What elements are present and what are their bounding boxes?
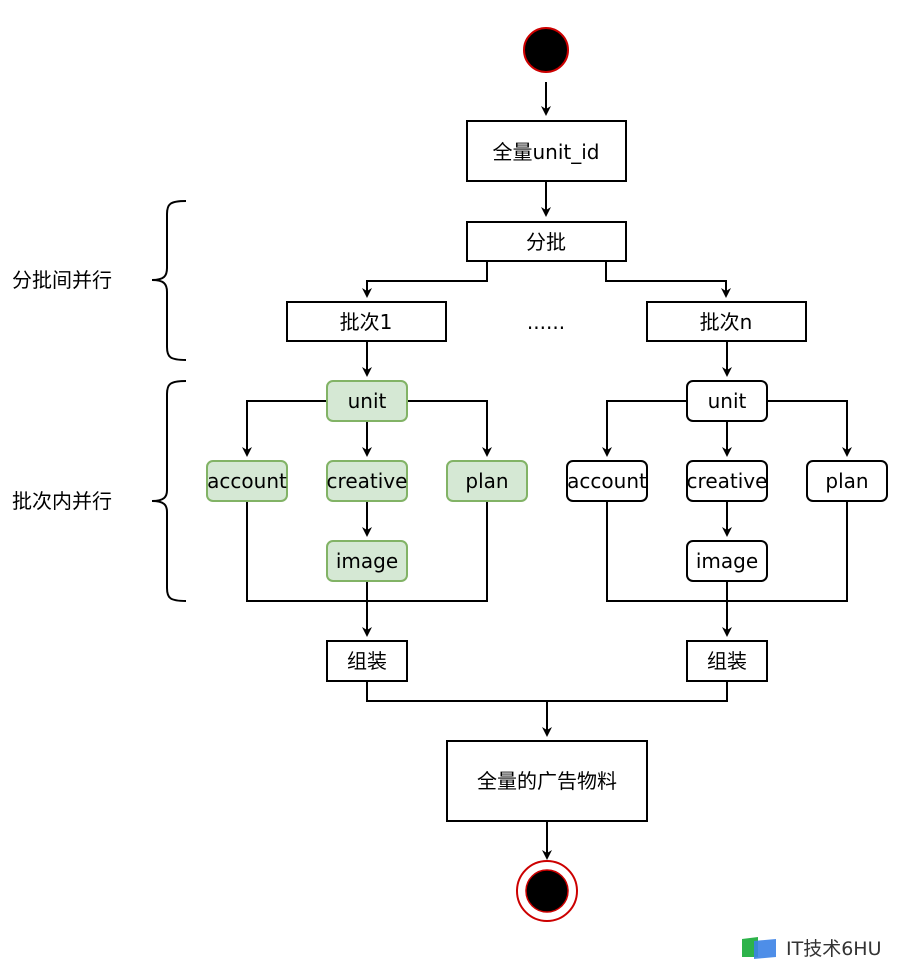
batch-n-node-unit: unit xyxy=(686,380,768,422)
edge-batching-to-batch-1 xyxy=(362,261,488,298)
batch-n-creative-label: creative xyxy=(687,469,768,493)
node-all-unit-id: 全量unit_id xyxy=(466,120,627,182)
batch-1-image-label: image xyxy=(336,549,398,573)
batch-1-node-image: image xyxy=(326,540,408,582)
start-state xyxy=(523,27,569,73)
watermark-logo-icon xyxy=(742,937,776,959)
batch-1-plan-label: plan xyxy=(465,469,508,493)
batch-1-node-unit: unit xyxy=(326,380,408,422)
node-assemble-1-label: 组装 xyxy=(347,649,387,673)
batch-n-account-label: account xyxy=(567,469,647,493)
edge-unit-1-to-plan xyxy=(407,400,492,457)
batch-1-node-account: account xyxy=(206,460,288,502)
node-result-label: 全量的广告物料 xyxy=(477,769,617,793)
batch-n-node-plan: plan xyxy=(806,460,888,502)
brace-inter-batch xyxy=(151,200,187,361)
batch-1-unit-label: unit xyxy=(348,389,387,413)
watermark: IT技术6HU xyxy=(738,930,882,964)
node-result: 全量的广告物料 xyxy=(446,740,648,822)
batch-1-node-creative: creative xyxy=(326,460,408,502)
node-batch-n: 批次n xyxy=(646,301,807,342)
node-batching-label: 分批 xyxy=(526,230,566,254)
node-batching: 分批 xyxy=(466,221,627,262)
edge-unit-1-to-account xyxy=(242,400,327,457)
batch-n-node-image: image xyxy=(686,540,768,582)
batch-n-node-creative: creative xyxy=(686,460,768,502)
ellipsis-label: ...... xyxy=(527,310,565,334)
edge-assemble-merge xyxy=(366,681,728,702)
edge-unit-n-to-account xyxy=(602,400,687,457)
edge-unit-n-to-plan xyxy=(767,400,852,457)
node-assemble-n-label: 组装 xyxy=(707,649,747,673)
node-assemble-n: 组装 xyxy=(686,640,768,682)
node-batch-n-label: 批次n xyxy=(700,310,753,334)
brace-intra-batch xyxy=(151,380,187,602)
node-all-unit-id-label: 全量unit_id xyxy=(492,140,599,164)
node-batch-1-label: 批次1 xyxy=(340,310,393,334)
batch-1-creative-label: creative xyxy=(327,469,408,493)
batch-1-node-plan: plan xyxy=(446,460,528,502)
annotation-intra-batch: 批次内并行 xyxy=(12,489,112,513)
node-batch-1: 批次1 xyxy=(286,301,447,342)
batch-n-plan-label: plan xyxy=(825,469,868,493)
end-state xyxy=(516,860,578,922)
batch-n-node-account: account xyxy=(566,460,648,502)
node-assemble-1: 组装 xyxy=(326,640,408,682)
batch-n-image-label: image xyxy=(696,549,758,573)
annotation-inter-batch: 分批间并行 xyxy=(12,268,112,292)
edge-batching-to-batch-n xyxy=(605,261,731,298)
batch-n-unit-label: unit xyxy=(708,389,747,413)
watermark-text: IT技术6HU xyxy=(786,937,882,960)
batch-1-account-label: account xyxy=(207,469,287,493)
